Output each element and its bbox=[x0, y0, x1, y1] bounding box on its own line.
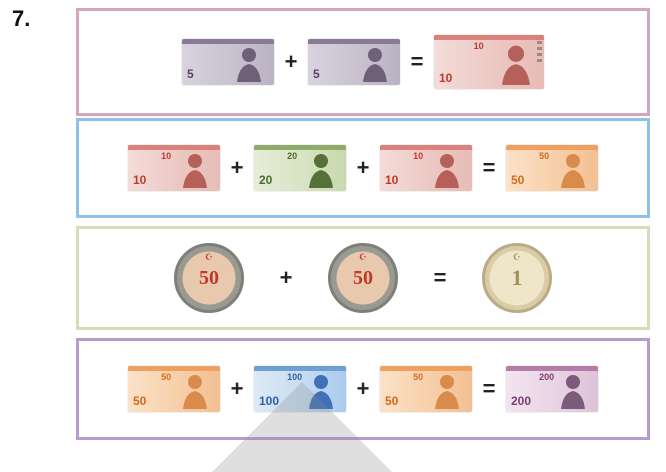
equation-row-2: 10 10 + 20 20 + 10 10 = 50 50 bbox=[76, 118, 650, 218]
watermark-triangle bbox=[212, 382, 392, 472]
note-value-top: 10 bbox=[474, 41, 484, 51]
banknote-5: 5 bbox=[308, 39, 400, 85]
note-value: 10 bbox=[385, 173, 398, 187]
note-value: 20 bbox=[259, 173, 272, 187]
banknote-50: 50 50 bbox=[506, 145, 598, 191]
portrait-icon bbox=[234, 44, 264, 82]
portrait-icon bbox=[180, 150, 210, 188]
portrait-icon bbox=[498, 41, 534, 85]
note-value: 10 bbox=[133, 173, 146, 187]
coin-value: 1 bbox=[512, 265, 523, 291]
equals-sign: = bbox=[409, 49, 425, 75]
equals-sign: = bbox=[481, 376, 497, 402]
note-value: 5 bbox=[313, 67, 320, 81]
coin-value: 50 bbox=[353, 267, 373, 290]
star-crescent-icon: ☪ bbox=[205, 252, 213, 263]
plus-sign: + bbox=[278, 265, 294, 291]
note-value: 5 bbox=[187, 67, 194, 81]
coin-50-kurus: ☪ 50 bbox=[328, 243, 398, 313]
portrait-icon bbox=[558, 150, 588, 188]
banknote-200: 200 200 bbox=[506, 366, 598, 412]
equation-row-1: 5 + 5 = 10 10 bbox=[76, 8, 650, 116]
note-value-top: 50 bbox=[413, 372, 423, 382]
plus-sign: + bbox=[355, 155, 371, 181]
coin-value: 50 bbox=[199, 267, 219, 290]
plus-sign: + bbox=[229, 155, 245, 181]
question-number: 7. bbox=[12, 6, 30, 32]
portrait-icon bbox=[432, 371, 462, 409]
note-value: 10 bbox=[439, 71, 452, 85]
note-value-top: 100 bbox=[287, 372, 302, 382]
note-value-top: 10 bbox=[161, 151, 171, 161]
portrait-icon bbox=[180, 371, 210, 409]
banknote-50: 50 50 bbox=[380, 366, 472, 412]
banknote-20: 20 20 bbox=[254, 145, 346, 191]
security-mark bbox=[537, 41, 542, 65]
star-crescent-icon: ☪ bbox=[513, 252, 521, 263]
equals-sign: = bbox=[432, 265, 448, 291]
note-value-top: 200 bbox=[539, 372, 554, 382]
banknote-50: 50 50 bbox=[128, 366, 220, 412]
banknote-5: 5 bbox=[182, 39, 274, 85]
note-value-top: 20 bbox=[287, 151, 297, 161]
note-value-top: 50 bbox=[539, 151, 549, 161]
note-stripe bbox=[434, 35, 544, 40]
note-value: 50 bbox=[511, 173, 524, 187]
banknote-10: 10 10 bbox=[434, 35, 544, 89]
banknote-10: 10 10 bbox=[128, 145, 220, 191]
equation-row-3: ☪ 50 + ☪ 50 = ☪ 1 bbox=[76, 226, 650, 330]
note-value-top: 10 bbox=[413, 151, 423, 161]
portrait-icon bbox=[558, 371, 588, 409]
coin-50-kurus: ☪ 50 bbox=[174, 243, 244, 313]
note-value-top: 50 bbox=[161, 372, 171, 382]
note-value: 50 bbox=[133, 394, 146, 408]
portrait-icon bbox=[432, 150, 462, 188]
plus-sign: + bbox=[283, 49, 299, 75]
star-crescent-icon: ☪ bbox=[359, 252, 367, 263]
coin-1-lira: ☪ 1 bbox=[482, 243, 552, 313]
equals-sign: = bbox=[481, 155, 497, 181]
note-value: 200 bbox=[511, 394, 531, 408]
portrait-icon bbox=[306, 150, 336, 188]
portrait-icon bbox=[360, 44, 390, 82]
banknote-10: 10 10 bbox=[380, 145, 472, 191]
